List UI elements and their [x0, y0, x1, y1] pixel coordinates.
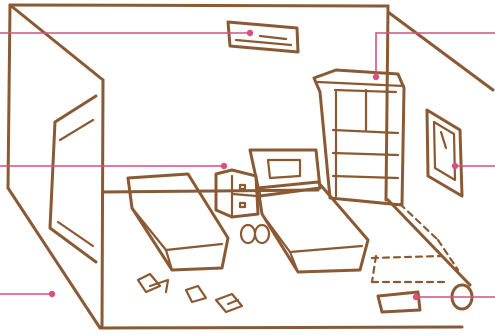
floor-clutter [138, 274, 242, 312]
bed-left [128, 174, 228, 270]
door [50, 96, 96, 262]
folded-bedding [372, 204, 458, 282]
callout-leaders [0, 30, 495, 300]
bed-right [250, 150, 368, 272]
air-conditioner [228, 22, 298, 52]
callout-wastebasket [413, 294, 495, 300]
wastebasket [378, 285, 472, 312]
callout-doorway [0, 291, 55, 297]
callout-window [452, 163, 495, 169]
slippers [241, 225, 269, 243]
wardrobe [314, 70, 404, 205]
callout-nightstand [0, 163, 227, 169]
window [427, 110, 462, 196]
nightstand [216, 170, 258, 217]
callout-air-conditioner [0, 30, 253, 36]
